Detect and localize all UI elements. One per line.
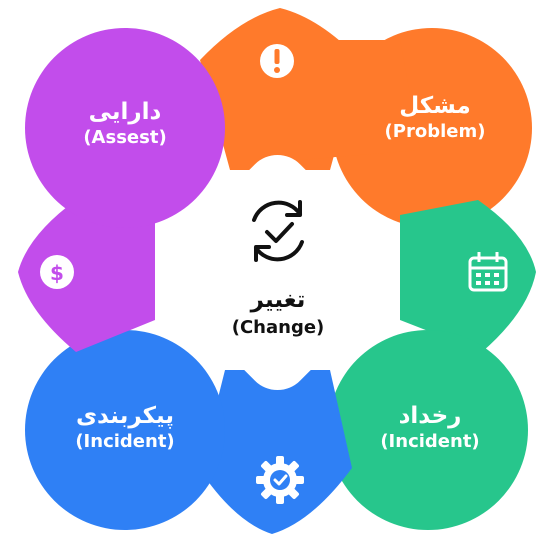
gear-check-icon	[256, 456, 304, 504]
svg-text:$: $	[50, 261, 64, 285]
segment-incident-green	[328, 200, 536, 530]
center-diamond	[159, 154, 396, 391]
segment-configuration-title-en: (Incident)	[75, 430, 175, 452]
segment-asset-label: دارایی (Assest)	[40, 98, 210, 149]
segment-problem-title-fa: مشکل	[399, 93, 471, 119]
center-label: تغییر (Change)	[178, 286, 378, 339]
segment-configuration-blob	[25, 330, 225, 530]
segment-problem	[200, 8, 532, 228]
segment-problem-label: مشکل (Problem)	[350, 92, 520, 143]
dollar-icon: $	[40, 255, 74, 289]
segment-incident-green-title-en: (Incident)	[380, 430, 480, 452]
segment-incident-green-connector	[400, 200, 536, 352]
segment-asset-blob	[25, 28, 225, 228]
segment-asset	[18, 28, 225, 352]
center-title-en: (Change)	[231, 316, 325, 338]
segment-incident-green-blob	[328, 330, 528, 530]
segment-asset-title-fa: دارایی	[88, 99, 162, 125]
refresh-check-icon	[252, 200, 304, 262]
exclamation-icon	[260, 44, 294, 78]
segment-configuration-title-fa: پیکربندی	[75, 403, 175, 429]
segment-configuration	[25, 330, 352, 534]
segment-asset-connector	[18, 200, 155, 352]
segment-incident-green-title-fa: رخداد	[398, 403, 462, 429]
calendar-icon	[468, 252, 508, 292]
segment-problem-join	[300, 40, 420, 160]
segment-asset-title-en: (Assest)	[83, 126, 167, 148]
segment-configuration-connector	[200, 370, 352, 534]
center-title-fa: تغییر	[250, 287, 306, 313]
segment-problem-title-en: (Problem)	[384, 120, 486, 142]
segment-configuration-label: پیکربندی (Incident)	[40, 402, 210, 453]
segment-incident-green-label: رخداد (Incident)	[345, 402, 515, 453]
